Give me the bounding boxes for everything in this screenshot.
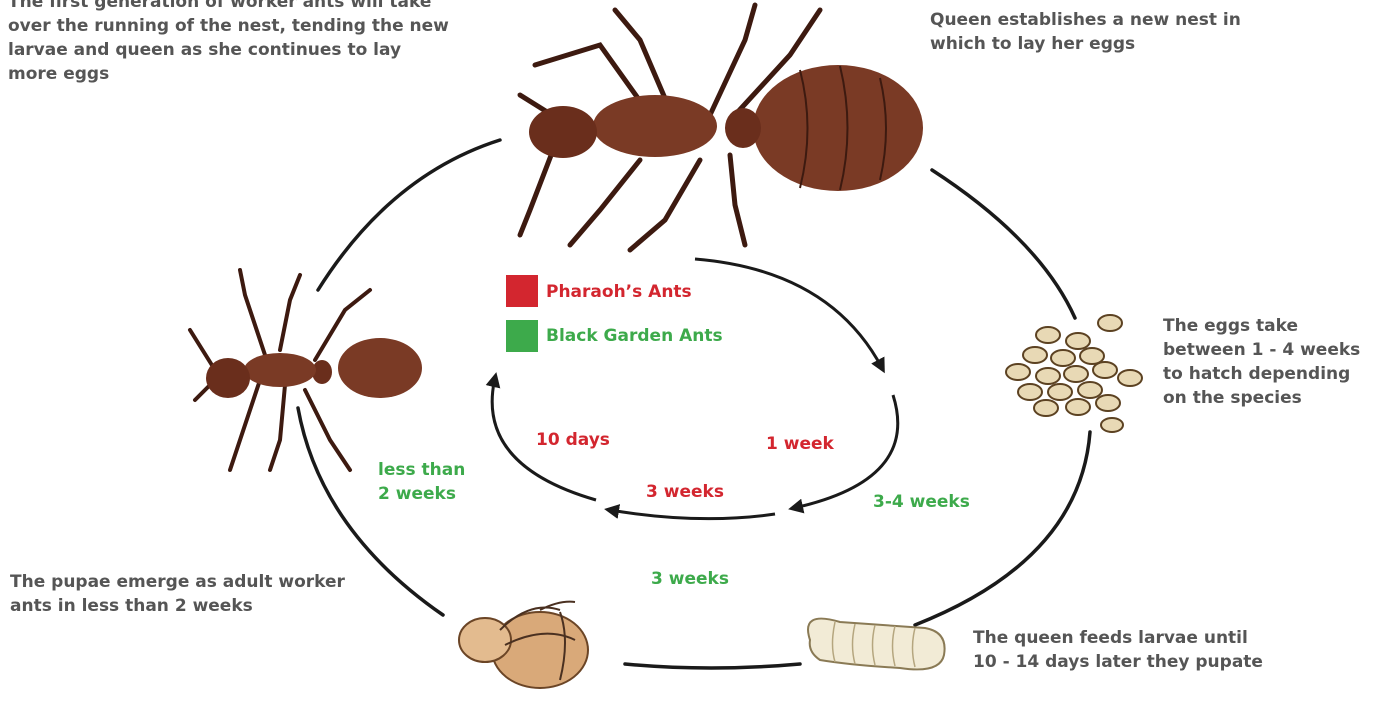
caption-pupae-emerge: The pupae emerge as adult worker ants in…	[10, 570, 345, 618]
queen-ant-icon	[520, 5, 923, 250]
egg-cluster-icon	[1006, 315, 1142, 432]
legend-swatch-pharaoh	[506, 275, 538, 307]
arc-eggs-to-larvae	[915, 432, 1090, 625]
legend-label-pharaoh: Pharaoh’s Ants	[546, 280, 692, 304]
legend-swatch-black-garden	[506, 320, 538, 352]
duration-garden-3-weeks: 3 weeks	[651, 567, 729, 591]
larva-icon	[808, 619, 945, 670]
legend-label-black-garden: Black Garden Ants	[546, 324, 723, 348]
arc-queen-to-eggs	[932, 170, 1075, 318]
arc-larvae-to-pupae	[625, 664, 800, 668]
duration-pharaoh-3-weeks: 3 weeks	[646, 480, 724, 504]
caption-queen-nest: Queen establishes a new nest in which to…	[930, 8, 1241, 56]
arc-workers-to-queen	[318, 140, 500, 290]
pupa-icon	[459, 602, 588, 688]
caption-larvae-pupate: The queen feeds larvae until 10 - 14 day…	[973, 626, 1263, 674]
duration-garden-less-than-2-weeks: less than 2 weeks	[378, 458, 465, 506]
caption-worker-ants: The first generation of worker ants will…	[8, 0, 449, 86]
duration-pharaoh-1-week: 1 week	[766, 432, 834, 456]
duration-pharaoh-10-days: 10 days	[536, 428, 610, 452]
duration-garden-3-4-weeks: 3-4 weeks	[873, 490, 970, 514]
caption-eggs-hatch: The eggs take between 1 - 4 weeks to hat…	[1163, 314, 1360, 410]
inner-arrow-bottom-left	[610, 510, 775, 519]
inner-arrow-top-right	[695, 259, 882, 368]
